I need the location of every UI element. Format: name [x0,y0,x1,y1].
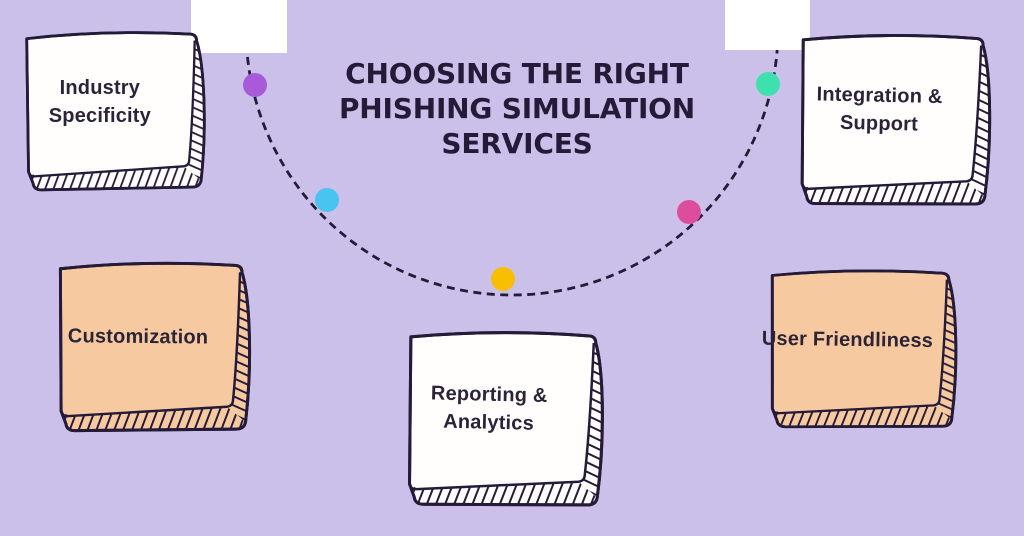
box-outline [58,261,252,433]
node-label: Integration & Support [816,83,943,136]
box-bottom-hatch [803,181,984,204]
node-industry-specificity: Industry Specificity [12,26,214,198]
yellow-dot [491,267,515,291]
box-face-edge [408,342,596,491]
node-label: Customization [67,325,209,349]
box-face-edge [771,279,949,415]
sketch-box-frame [58,261,252,433]
box-bottom-hatch [29,166,201,189]
box-right-hatch [184,40,204,180]
title-line-2: PHISHING SIMULATION [338,92,696,125]
purple-dot [243,73,267,97]
arc-dots [243,72,780,291]
box-right-hatch [934,279,955,420]
box-right-hatch [228,272,249,422]
sketch-box-frame [25,31,206,192]
sketch-box-frame [770,269,958,429]
box-outline [25,31,206,192]
dashed-arc-path [244,27,780,297]
title-line-1: CHOOSING THE RIGHT [345,57,689,90]
pink-dot [677,200,701,224]
top-cutout-left [191,0,287,53]
node-integration-support: Integration & Support [784,26,1002,216]
box-bottom-hatch [773,405,951,426]
sketch-box-frame [800,33,992,206]
node-label: Industry Specificity [48,76,151,127]
box-outline [800,33,992,206]
page-title: CHOOSING THE RIGHT PHISHING SIMULATION S… [312,56,722,161]
box-face-edge [800,45,983,191]
box-outline [770,269,958,429]
cyan-dot [315,188,339,212]
box-bottom-hatch [62,406,245,430]
node-customization: Customization [43,255,261,441]
node-label: User Friendliness [761,327,934,352]
teal-dot [756,72,780,96]
node-label: Reporting & Analytics [430,381,548,435]
sketch-box-frame [408,331,604,507]
box-face-edge [59,272,242,418]
title-line-3: SERVICES [441,127,593,160]
top-cutout-right [725,0,810,50]
node-reporting-analytics: Reporting & Analytics [391,323,615,518]
node-user-friendliness: User Friendliness [755,263,967,438]
box-outline [408,331,604,507]
